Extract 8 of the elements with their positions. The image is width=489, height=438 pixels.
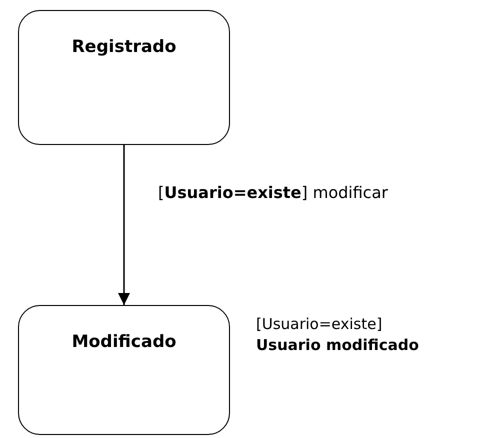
guard-condition: [Usuario=existe] bbox=[256, 314, 382, 335]
state-box bbox=[18, 10, 230, 145]
state-name: Modificado bbox=[70, 332, 178, 352]
transition-arrow bbox=[118, 145, 130, 305]
state-action: Usuario modificado bbox=[256, 335, 419, 356]
state-box bbox=[18, 305, 230, 435]
state-name: Registrado bbox=[70, 37, 178, 57]
edge-label: [Usuario=existe] modificar bbox=[158, 183, 388, 202]
